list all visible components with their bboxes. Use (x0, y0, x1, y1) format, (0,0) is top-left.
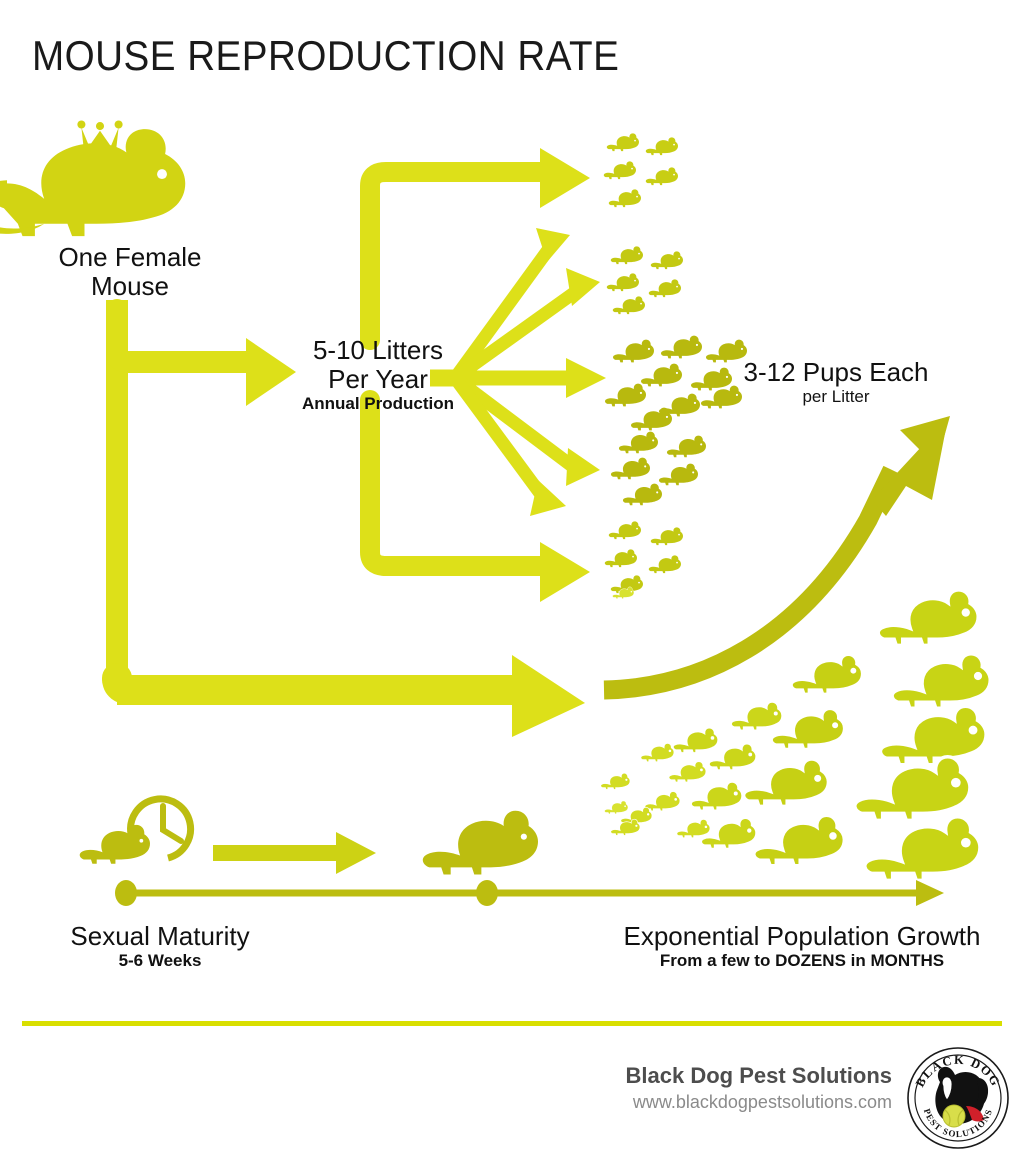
timeline-node-adult (476, 880, 498, 906)
branch-top (360, 162, 555, 350)
page-title: MOUSE REPRODUCTION RATE (32, 32, 620, 79)
crowned-mouse-icon (0, 120, 186, 237)
mouse-clock-icon (79, 795, 195, 864)
timeline-node-maturity (115, 880, 137, 906)
maturity-label: Sexual Maturity (70, 921, 250, 951)
pups-label: 3-12 Pups Each (743, 357, 929, 387)
pup-cluster-1 (603, 133, 678, 208)
pup-cluster-4 (610, 431, 706, 506)
black-dog-logo-icon: BLACK DOG PEST SOLUTIONS (907, 1047, 1009, 1149)
litters-sublabel: Annual Production (301, 394, 455, 414)
footer-divider (22, 1021, 1002, 1026)
maturity-sublabel: 5-6 Weeks (118, 951, 202, 971)
branch-bottom (360, 390, 555, 576)
timeline (115, 880, 944, 906)
brand-name: Black Dog Pest Solutions (625, 1063, 893, 1088)
timeline-arrow (213, 832, 376, 874)
adult-mouse-icon (422, 810, 538, 875)
litters-label-line2: Per Year (328, 364, 428, 395)
mouse-swarm-icon (600, 586, 992, 883)
growth-label: Exponential Population Growth (623, 921, 981, 951)
growth-sublabel: From a few to DOZENS in MONTHS (659, 951, 945, 971)
litters-label-line1: 5-10 Litters (312, 335, 444, 365)
female-mouse-label-line2: Mouse (90, 271, 170, 302)
female-mouse-label-line1: One Female (58, 242, 202, 272)
brand-url[interactable]: www.blackdogpestsolutions.com (632, 1092, 892, 1112)
arrow-to-population (512, 655, 585, 737)
arrowhead-cluster-5 (540, 542, 590, 602)
arrowhead-cluster-1 (540, 148, 590, 208)
pups-sublabel: per Litter (802, 387, 870, 407)
pup-cluster-2 (606, 246, 683, 315)
pup-cluster-5 (604, 521, 683, 594)
exponential-growth-arrow (603, 416, 950, 700)
